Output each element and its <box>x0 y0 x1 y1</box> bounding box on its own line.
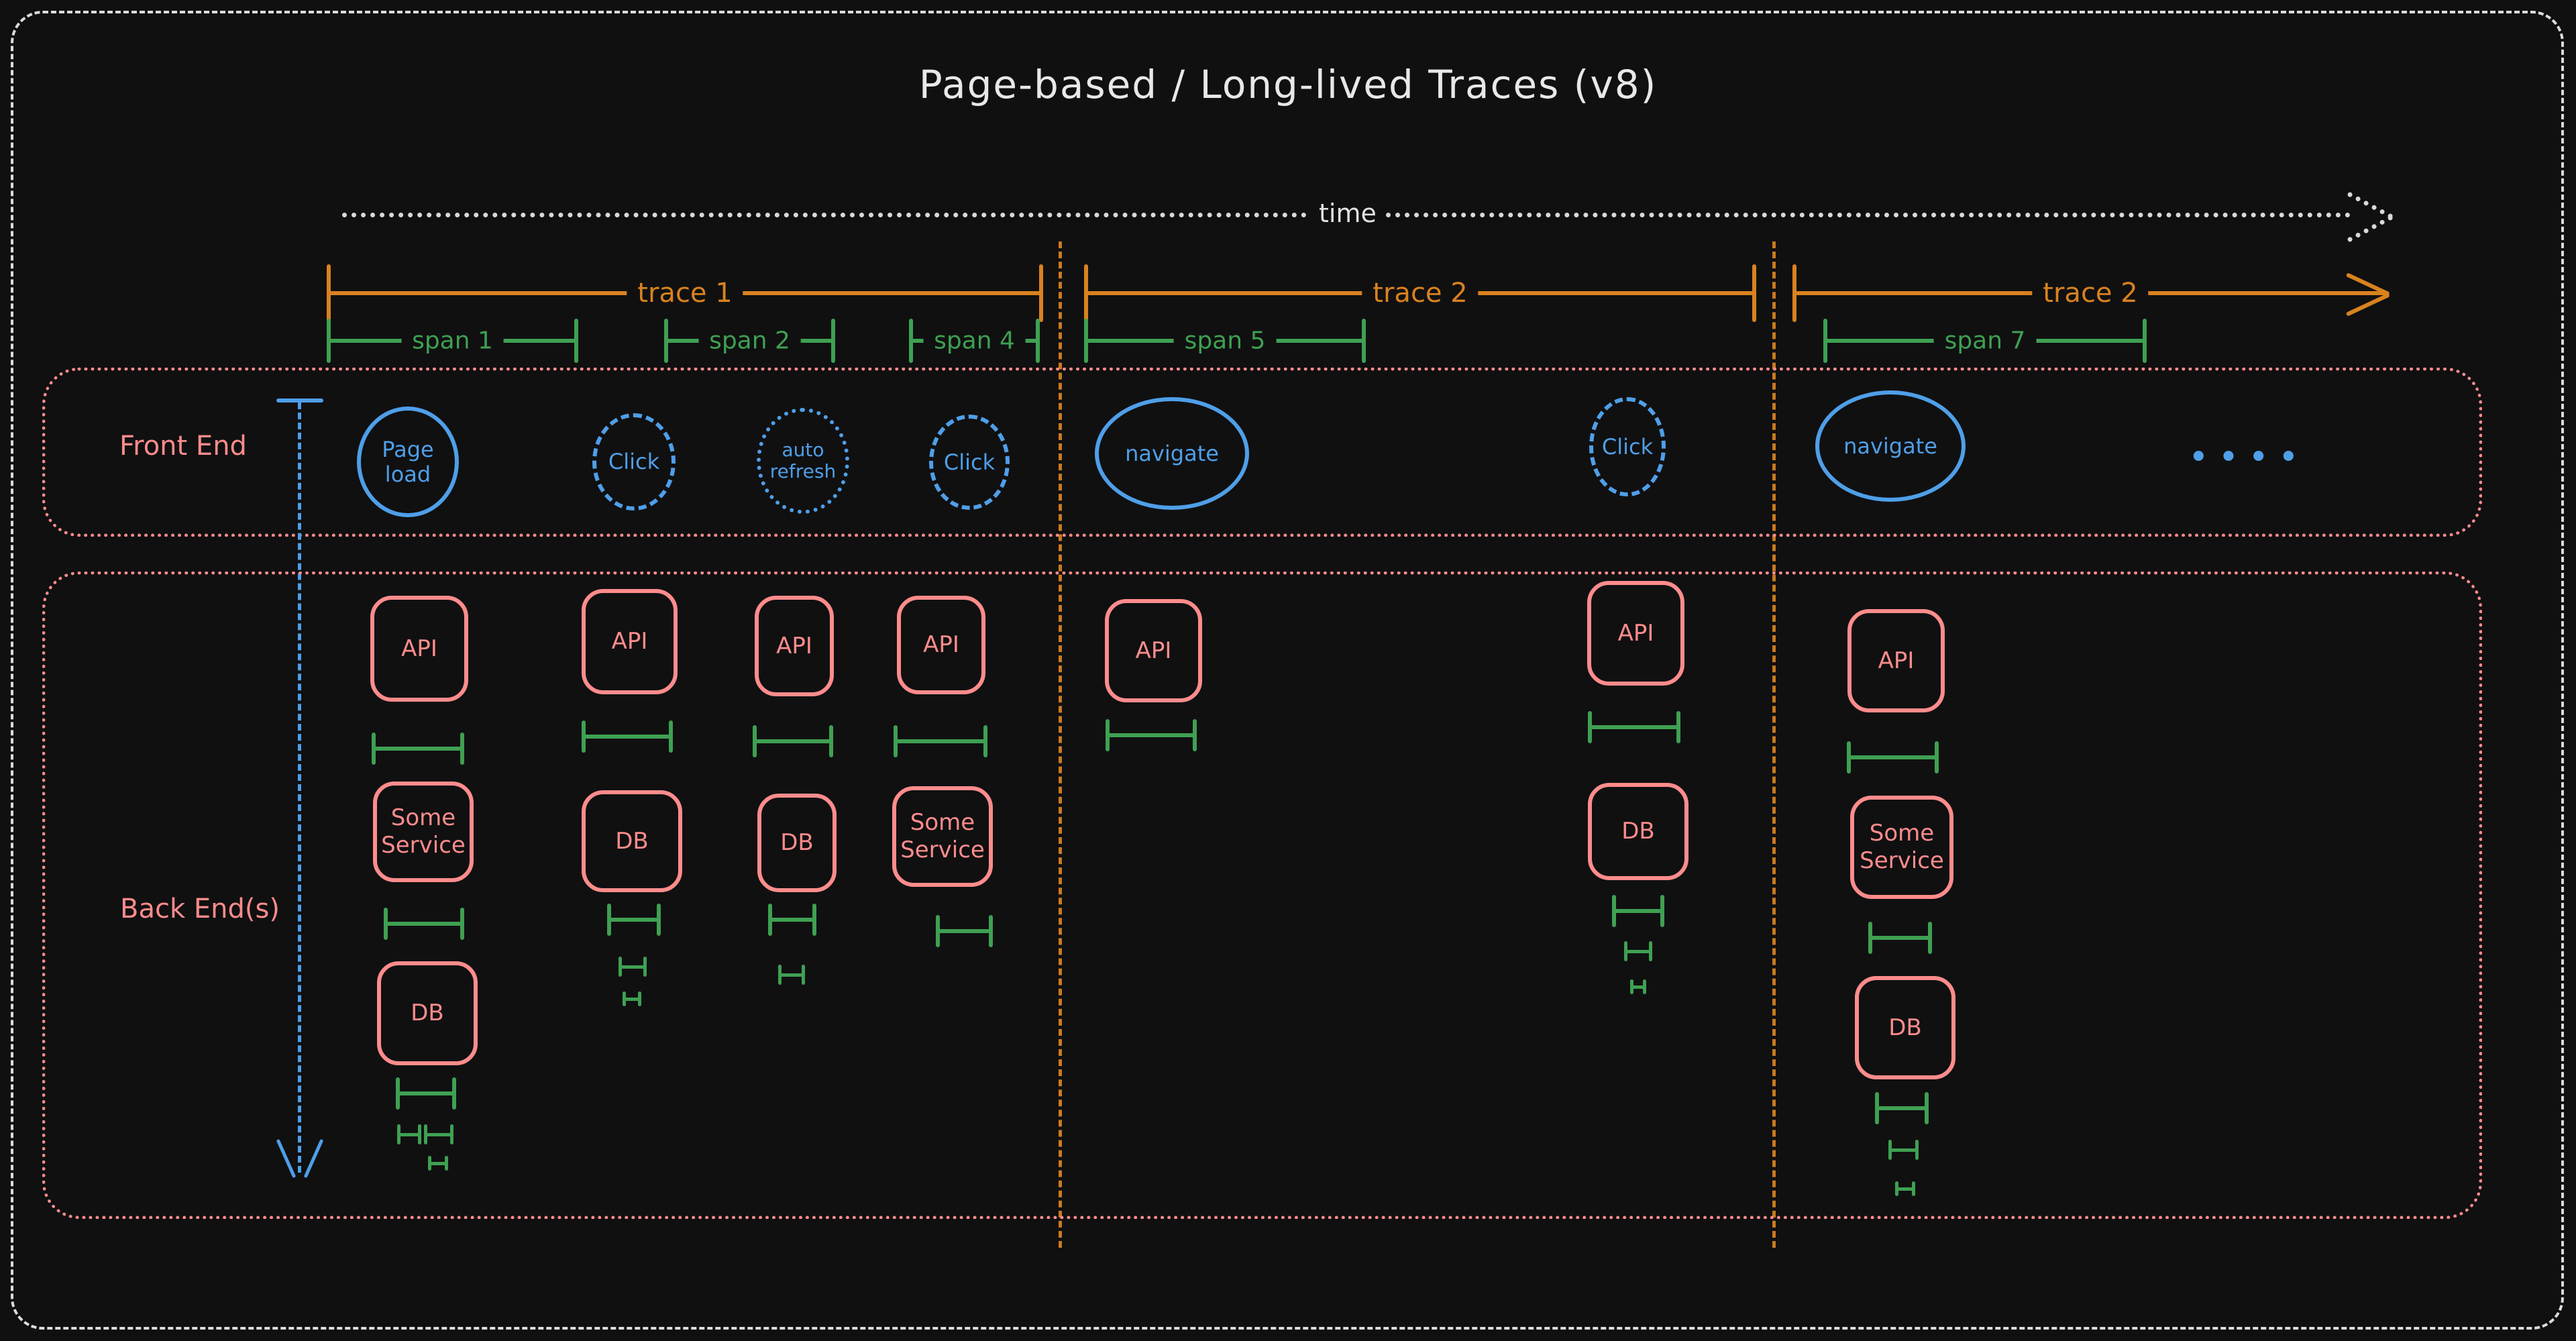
service-node-api: API <box>582 589 678 694</box>
node-label: Some Service <box>1860 820 1944 874</box>
trace-label: trace 2 <box>1362 278 1479 309</box>
node-label: DB <box>411 1000 444 1027</box>
span-bar <box>894 725 987 757</box>
event-label: Click <box>608 449 660 475</box>
span-bar <box>1847 741 1939 773</box>
outer-dashed-frame <box>11 11 2564 1330</box>
event-label: auto refresh <box>769 438 837 482</box>
down-arrow-line <box>298 403 301 1173</box>
backend-lane-label: Back End(s) <box>120 894 280 924</box>
node-label: DB <box>1888 1014 1922 1041</box>
event-label: Page load <box>382 436 434 487</box>
trace-bracket-2: trace 2 <box>1084 264 1756 322</box>
node-label: Some Service <box>381 804 466 859</box>
event-label: navigate <box>1125 440 1219 466</box>
trace-label: trace 1 <box>627 278 743 309</box>
node-label: DB <box>1621 818 1655 845</box>
service-node-some-service: Some Service <box>1850 796 1953 899</box>
span-bar <box>1588 711 1680 743</box>
node-label: API <box>923 631 959 659</box>
span-bar <box>1106 719 1197 751</box>
event-click: Click <box>1589 397 1666 496</box>
event-label: navigate <box>1843 433 1937 459</box>
trace-separator-line <box>1772 242 1776 1248</box>
trace-separator-line <box>1059 242 1062 1248</box>
node-label: API <box>1617 619 1654 647</box>
service-node-api: API <box>1105 599 1202 702</box>
span-label: span 2 <box>698 327 801 355</box>
down-arrow-cap <box>276 398 323 403</box>
service-node-api: API <box>897 596 985 694</box>
span-bar <box>1612 895 1664 927</box>
trace-bracket-1: trace 1 <box>327 264 1043 322</box>
time-axis-label: time <box>1309 199 1386 228</box>
node-label: API <box>776 632 812 659</box>
span-bar <box>1630 979 1646 994</box>
span-bar <box>428 1156 448 1171</box>
span-bar <box>1875 1092 1929 1124</box>
span-bar <box>1888 1140 1919 1160</box>
span-bracket-5: span 5 <box>1084 319 1366 363</box>
service-node-api: API <box>1587 581 1684 686</box>
frontend-lane <box>42 368 2482 537</box>
span-bar <box>372 733 464 765</box>
span-bar <box>768 904 816 936</box>
service-node-api: API <box>755 596 834 696</box>
span-bar <box>424 1124 453 1144</box>
span-label: span 7 <box>1933 327 2037 355</box>
span-bracket-4: span 4 <box>909 319 1040 363</box>
frontend-lane-label: Front End <box>119 431 247 462</box>
service-node-db: DB <box>582 790 682 892</box>
span-bar <box>1624 941 1652 961</box>
event-page-load: Page load <box>357 407 459 517</box>
span-bracket-7: span 7 <box>1823 319 2147 363</box>
span-bar <box>1868 922 1932 954</box>
service-node-api: API <box>1847 609 1945 712</box>
event-navigate: navigate <box>1815 390 1966 502</box>
span-bar <box>1895 1181 1915 1196</box>
event-label: Click <box>943 449 996 475</box>
event-label: Click <box>1601 433 1654 460</box>
service-node-db: DB <box>377 961 478 1065</box>
event-click: Click <box>592 413 676 511</box>
span-bar <box>936 915 993 947</box>
span-bar <box>384 908 464 940</box>
trace-bracket-3: trace 2 <box>1792 264 2388 322</box>
span-label: span 4 <box>923 327 1026 355</box>
service-node-some-service: Some Service <box>373 782 474 882</box>
node-label: DB <box>780 829 814 857</box>
service-node-db: DB <box>1855 976 1955 1079</box>
span-bar <box>397 1124 421 1144</box>
span-bar <box>607 904 661 936</box>
event-navigate: navigate <box>1095 397 1249 510</box>
node-label: API <box>1878 647 1915 674</box>
span-label: span 1 <box>401 327 504 355</box>
span-bar <box>396 1077 456 1110</box>
span-bar <box>582 720 673 753</box>
node-label: API <box>401 635 437 662</box>
service-node-api: API <box>370 596 468 702</box>
node-label: API <box>1135 637 1172 664</box>
event-click: Click <box>929 415 1010 510</box>
node-label: API <box>611 628 648 655</box>
service-node-some-service: Some Service <box>892 786 993 887</box>
node-label: DB <box>615 827 649 855</box>
backend-lane <box>42 572 2482 1219</box>
span-bracket-2: span 2 <box>664 319 835 363</box>
span-bar <box>619 957 647 977</box>
span-bracket-1: span 1 <box>327 319 578 363</box>
diagram-title: Page-based / Long-lived Traces (v8) <box>918 62 1658 107</box>
trace-label: trace 2 <box>2032 278 2149 309</box>
span-bar <box>753 725 833 757</box>
node-label: Some Service <box>900 809 985 863</box>
more-events-ellipsis: •••• <box>2188 437 2308 478</box>
span-bar <box>778 965 805 985</box>
service-node-db: DB <box>757 794 837 892</box>
span-label: span 5 <box>1173 327 1277 355</box>
service-node-db: DB <box>1588 783 1688 880</box>
event-auto-refresh: auto refresh <box>757 408 849 514</box>
span-bar <box>623 991 641 1006</box>
